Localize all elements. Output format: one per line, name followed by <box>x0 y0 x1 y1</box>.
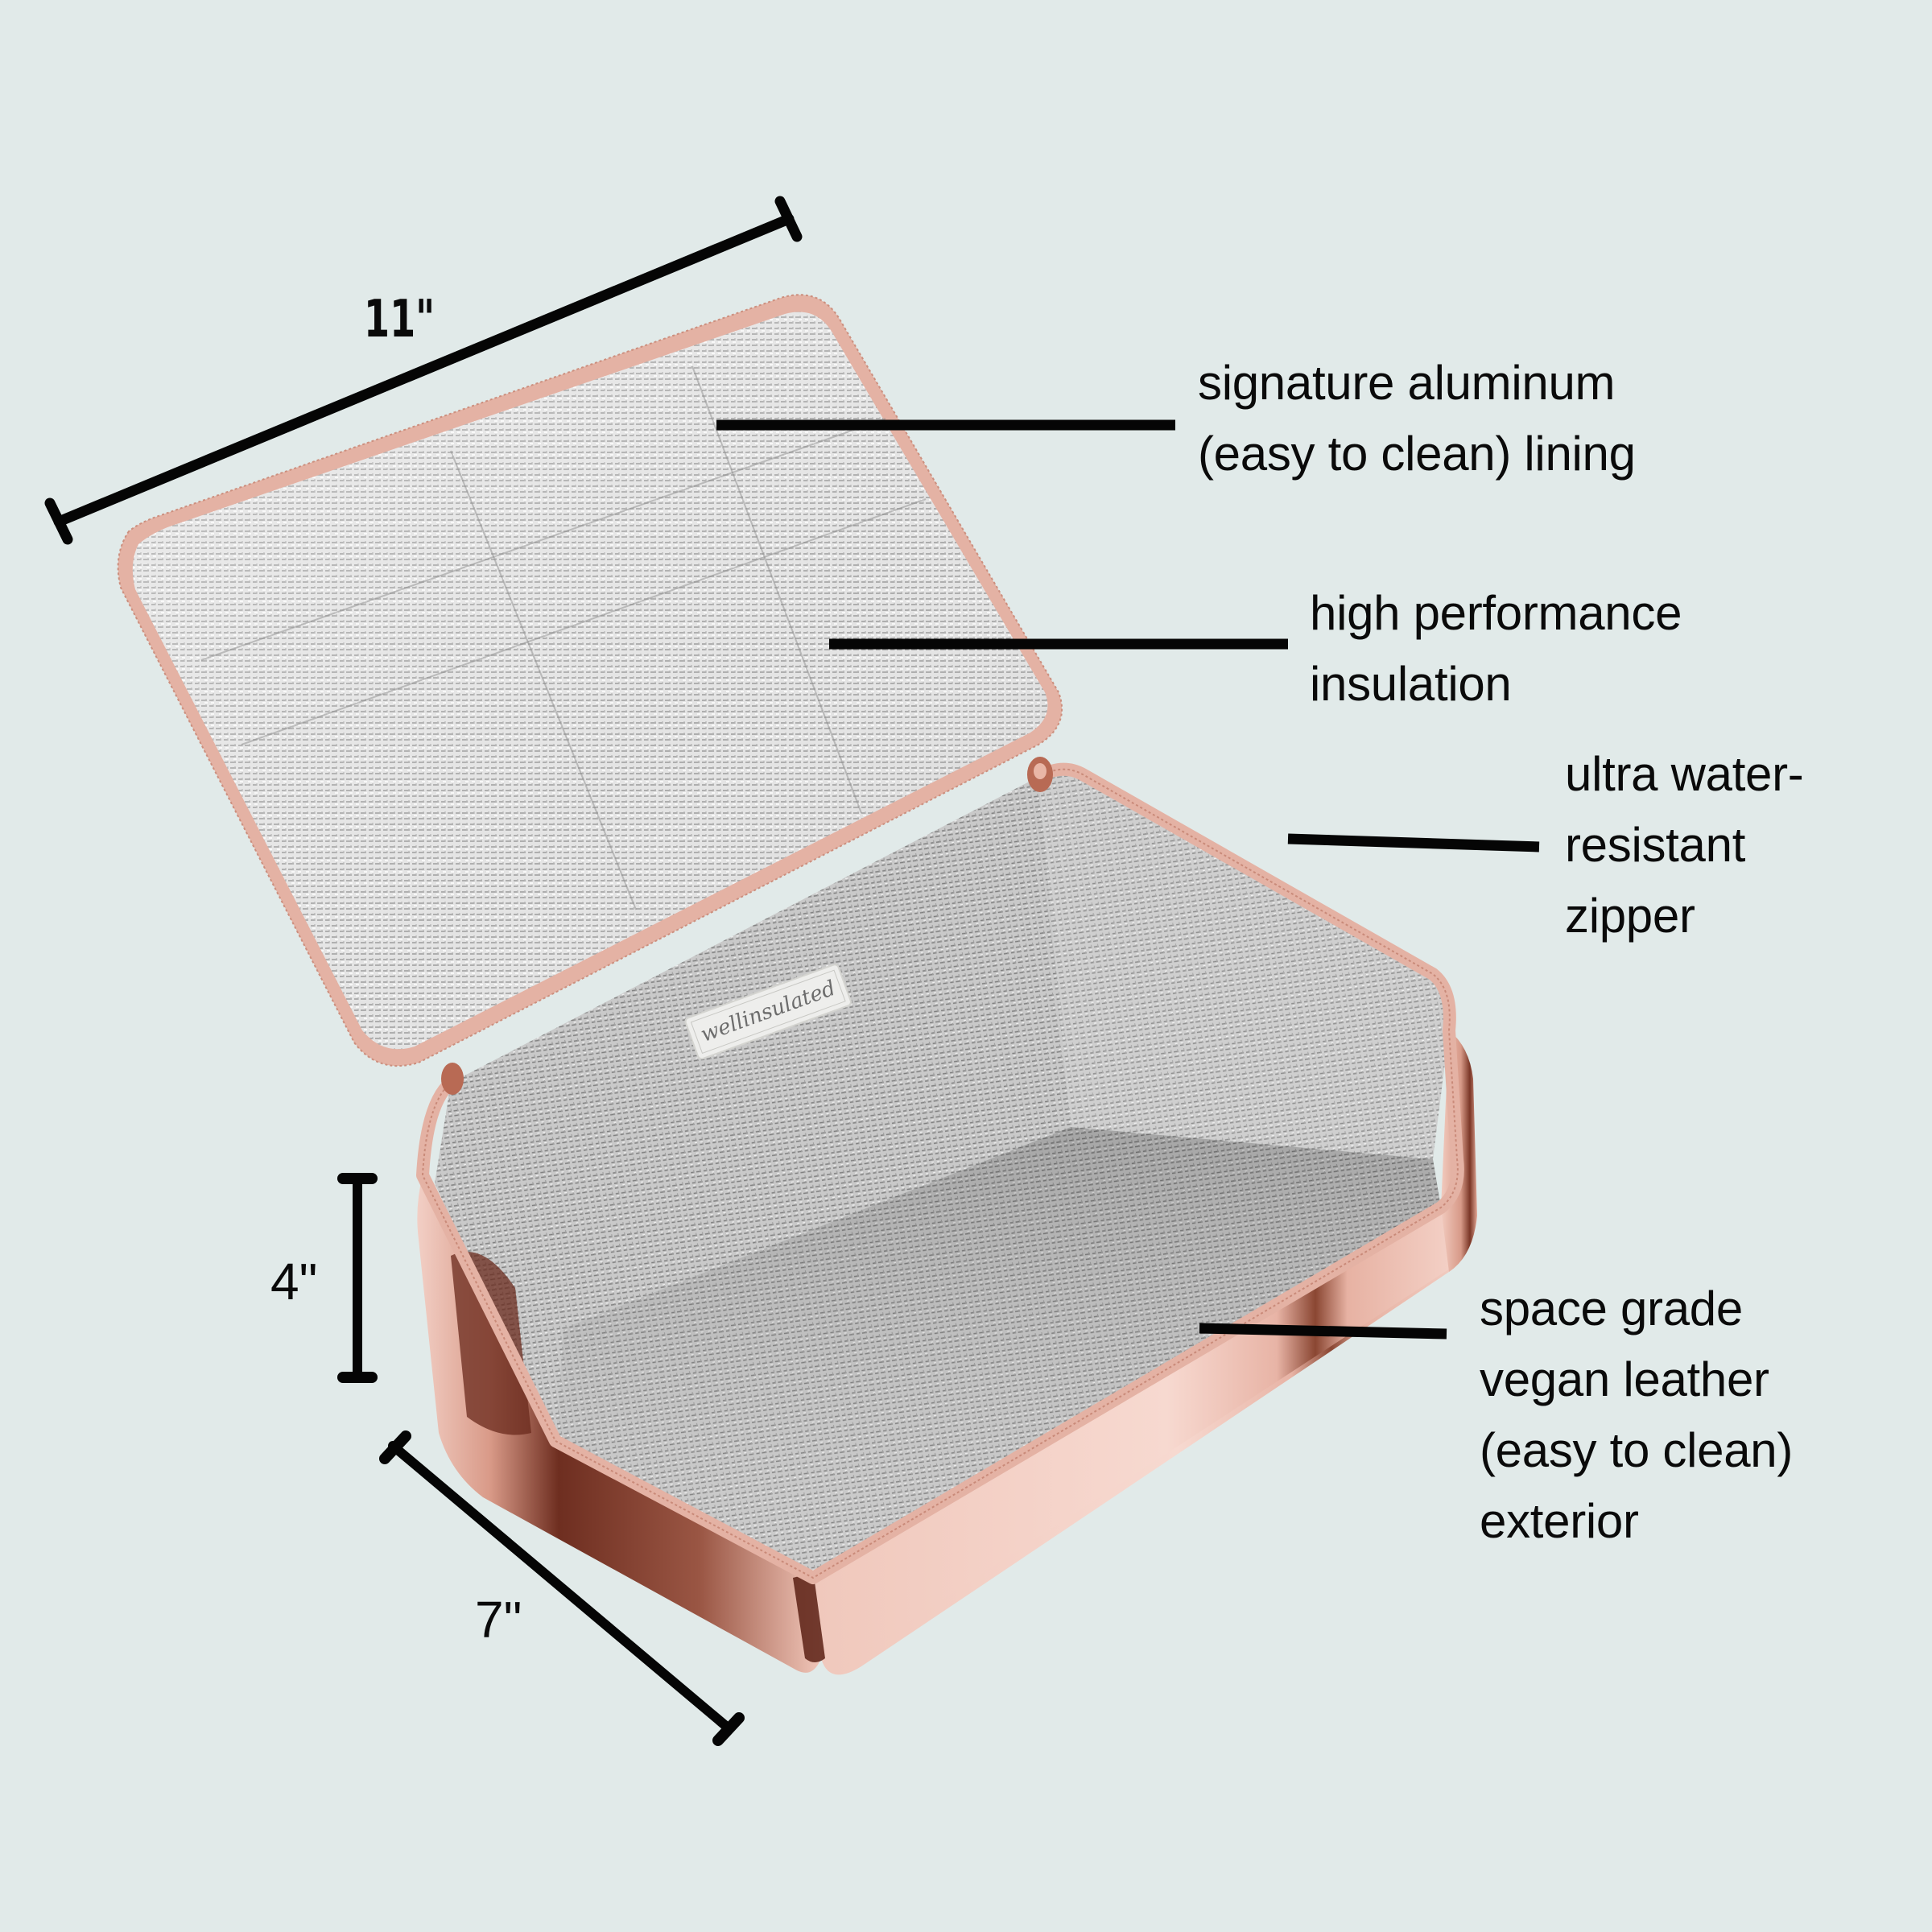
feature-line: (easy to clean) lining <box>1198 427 1636 481</box>
feature-label-exterior: space grade vegan leather (easy to clean… <box>1480 1274 1793 1557</box>
feature-line: (easy to clean) <box>1480 1423 1794 1477</box>
base-interior <box>435 770 1451 1578</box>
feature-line: signature aluminum <box>1198 356 1616 410</box>
feature-line: exterior <box>1480 1494 1639 1548</box>
dimension-length-line <box>44 196 803 545</box>
zipper-pull-icon <box>441 757 1053 1095</box>
feature-line: ultra water- <box>1565 747 1804 801</box>
dimension-length-label: 11" <box>364 290 436 349</box>
leader-line-exterior <box>1199 1323 1447 1340</box>
feature-label-zipper: ultra water- resistant zipper <box>1565 739 1804 952</box>
feature-line: insulation <box>1310 657 1512 711</box>
feature-line: space grade <box>1480 1282 1743 1335</box>
feature-line: high performance <box>1310 586 1682 640</box>
feature-label-insulation: high performance insulation <box>1310 578 1682 720</box>
leader-line-zipper <box>1287 833 1540 852</box>
feature-line: zipper <box>1565 889 1695 943</box>
dimension-depth-line <box>379 1430 745 1746</box>
dimension-depth-label: 7" <box>475 1591 522 1649</box>
feature-line: resistant <box>1565 818 1746 872</box>
lid <box>117 294 1063 1067</box>
dimension-height-label: 4" <box>270 1253 318 1311</box>
feature-label-lining: signature aluminum (easy to clean) linin… <box>1198 348 1636 489</box>
dimension-height-line <box>337 1173 378 1383</box>
feature-line: vegan leather <box>1480 1352 1769 1406</box>
